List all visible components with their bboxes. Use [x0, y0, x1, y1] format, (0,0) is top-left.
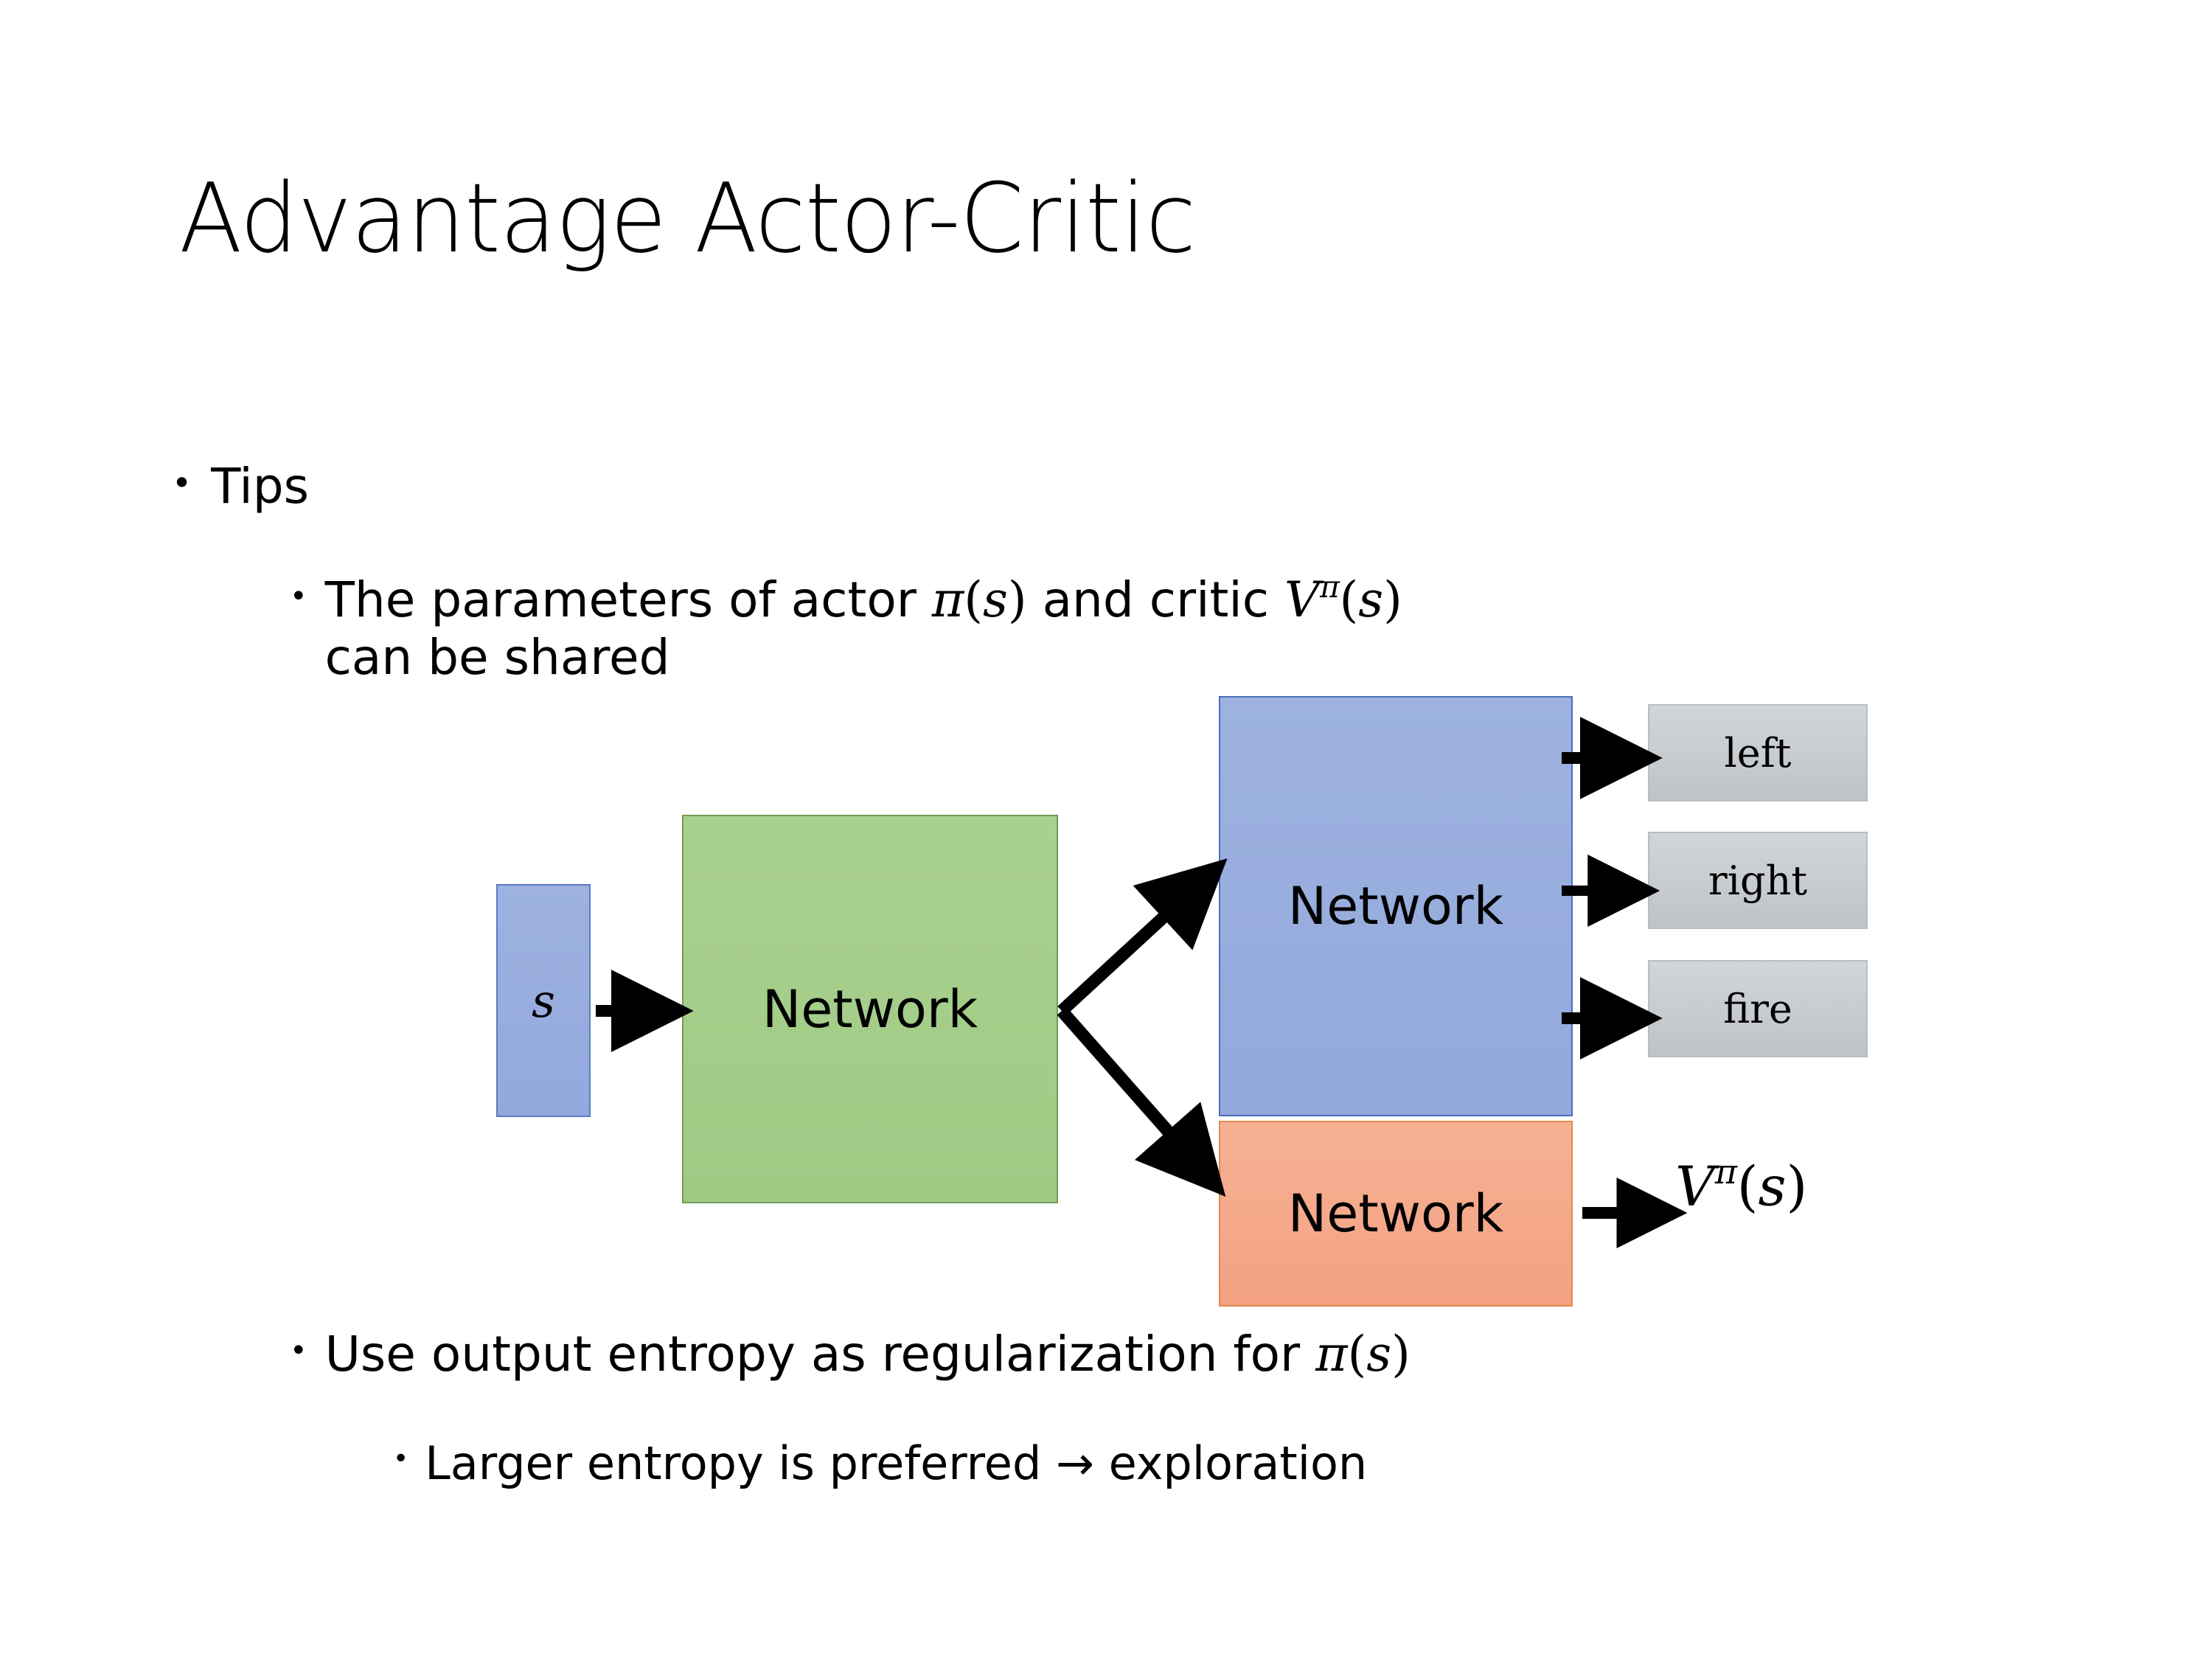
bullet-tips-label: Tips — [211, 458, 310, 515]
parameters-prefix: The parameters of actor — [324, 571, 932, 628]
math-V: V — [1675, 1155, 1715, 1219]
math-V-exponent: π — [1320, 568, 1340, 605]
bullet-entropy-regularization: • Use output entropy as regularization f… — [290, 1326, 2008, 1383]
bullet-entropy-text: Use output entropy as regularization for… — [325, 1326, 1411, 1383]
page-title: Advantage Actor-Critic — [179, 162, 1196, 274]
action-box-right: right — [1648, 832, 1868, 929]
math-s: s — [982, 571, 1008, 628]
math-V-exponent: π — [1714, 1152, 1738, 1192]
math-paren-close: ) — [1383, 571, 1402, 628]
entropy-prefix: Use output entropy as regularization for — [324, 1326, 1316, 1382]
actor-network-label: Network — [1287, 876, 1504, 936]
action-box-left: left — [1648, 704, 1868, 801]
math-s: s — [1758, 1155, 1787, 1219]
parameters-middle: and critic — [1026, 571, 1284, 628]
bullet-larger-text: Larger entropy is preferred → exploratio… — [425, 1436, 1368, 1490]
bullet-marker: • — [290, 580, 307, 613]
math-pi: π — [1315, 1326, 1348, 1382]
shared-network-label: Network — [762, 978, 978, 1040]
state-label: s — [532, 973, 555, 1028]
math-paren-open: ( — [1736, 1155, 1759, 1219]
action-label-left: left — [1724, 729, 1792, 776]
math-pi: π — [931, 571, 964, 628]
math-paren-close: ) — [1007, 571, 1027, 628]
math-paren-open: ( — [1347, 1326, 1367, 1382]
critic-network-label: Network — [1287, 1183, 1504, 1244]
math-V: V — [1284, 571, 1320, 628]
bullet-larger-entropy: • Larger entropy is preferred → explorat… — [393, 1436, 2111, 1490]
actor-network-box: Network — [1219, 696, 1573, 1116]
bullet-marker: • — [290, 1334, 307, 1368]
arrow-shared-to-critic — [1057, 1006, 1226, 1197]
bullet-marker: • — [172, 463, 192, 503]
shared-network-box: Network — [682, 815, 1058, 1203]
action-label-right: right — [1708, 857, 1808, 904]
bullet-tips: • Tips — [172, 457, 309, 517]
critic-network-box: Network — [1219, 1121, 1573, 1307]
math-paren-close: ) — [1786, 1155, 1808, 1219]
parameters-line2: can be shared — [324, 628, 670, 686]
math-s: s — [1358, 571, 1384, 628]
bullet-parameters-text: The parameters of actor π(s) and critic … — [324, 568, 1402, 686]
arrow-shared-to-actor — [1057, 858, 1228, 1016]
math-s: s — [1366, 1326, 1392, 1382]
math-paren-close: ) — [1391, 1326, 1411, 1382]
math-paren-open: ( — [964, 571, 983, 628]
state-input-box: s — [496, 884, 591, 1117]
action-label-fire: fire — [1723, 985, 1792, 1032]
bullet-marker: • — [393, 1444, 409, 1474]
bullet-parameters-shared: • The parameters of actor π(s) and criti… — [290, 568, 2008, 686]
action-box-fire: fire — [1648, 960, 1868, 1057]
math-paren-open: ( — [1339, 571, 1359, 628]
critic-output-label: Vπ(s) — [1675, 1152, 1808, 1219]
